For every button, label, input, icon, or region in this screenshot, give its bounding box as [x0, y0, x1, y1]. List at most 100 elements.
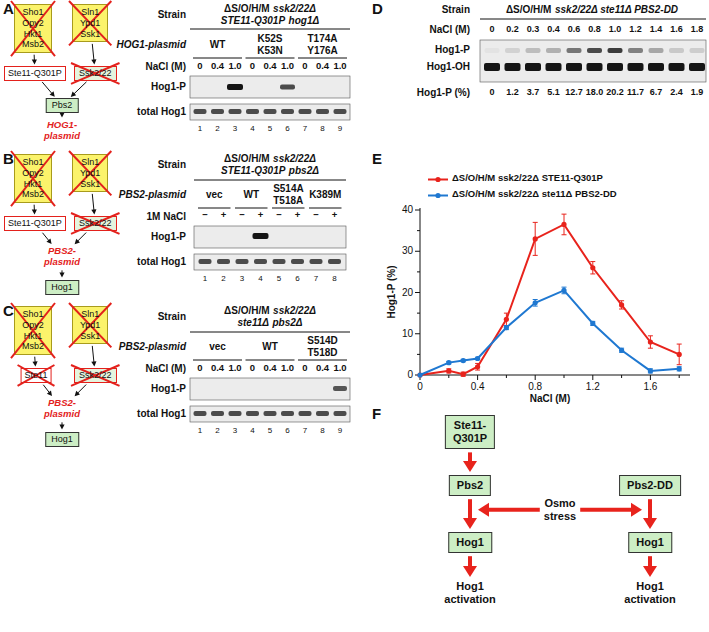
row-label: Hog1-P (%): [386, 265, 398, 318]
pathway-arrow: [75, 385, 87, 397]
blot-band: [690, 48, 705, 53]
node-text: Ssk2/22: [79, 370, 112, 381]
lane-number: 9: [338, 124, 342, 133]
blot-band: [334, 109, 347, 114]
row-label: Strain: [158, 9, 186, 21]
value-label: −: [239, 210, 245, 221]
strain-label: ΔS/O/H/M: [506, 4, 552, 16]
row-label: WT: [262, 341, 278, 353]
strain-label: hog1Δ: [289, 15, 320, 27]
pathway-arrow: [463, 499, 477, 529]
node-text: Hog1: [636, 536, 664, 549]
lane-number: 1: [203, 274, 207, 283]
error-bar: [677, 364, 682, 365]
data-point: [461, 372, 466, 377]
deletion-cross: [71, 63, 120, 84]
blot-band: [280, 85, 295, 90]
value-label: 6.7: [650, 87, 663, 97]
axis-tick: [592, 375, 593, 380]
value-label: 18.0: [586, 87, 604, 97]
row-label: NaCl (M): [145, 61, 186, 73]
strain-line: ΔS/O/H/Mssk2/22Δ: [224, 153, 316, 165]
error-bar: [677, 344, 682, 345]
error-bar: [533, 222, 538, 223]
lane-number: 6: [285, 426, 289, 435]
row-label: K52S K53N: [257, 33, 283, 56]
lane-number: 3: [240, 274, 244, 283]
value-label: 1.6: [670, 24, 683, 34]
kinase-box: Ste11-Q301P: [445, 415, 495, 449]
plasmid-label: PBS2-plasmid: [44, 246, 80, 268]
group-underline: [309, 208, 342, 209]
value-label: 5.1: [547, 87, 560, 97]
kinase-box: Ste11-Q301P: [4, 216, 66, 231]
blot-band: [264, 109, 277, 114]
strain-label: ΔS/O/H/M: [224, 153, 270, 165]
deletion-cross: [71, 365, 120, 386]
data-point: [561, 222, 566, 227]
connector-line: [468, 499, 472, 520]
kinase-box: Pbs2: [46, 98, 79, 113]
row-label: total Hog1: [137, 106, 186, 118]
arrow-head: [47, 390, 52, 396]
blot-band: [316, 109, 329, 114]
node-text: Sln1 Ypd1 Ssk1: [80, 157, 100, 189]
value-label: 3.7: [527, 87, 540, 97]
group-underline: [194, 180, 346, 181]
tick-label: 10: [402, 328, 413, 340]
pathway-arrow: [643, 499, 657, 529]
tick-label: 0.8: [528, 381, 542, 393]
arrow-head: [59, 273, 64, 278]
kinase-box: Ssk2/22: [74, 216, 117, 231]
data-point: [619, 302, 624, 307]
deletion-cross: [11, 1, 55, 56]
value-label: 1.2: [629, 24, 642, 34]
error-bar: [533, 306, 538, 307]
strain-label: ste11Δ: [237, 317, 269, 329]
lane-number: 1: [198, 124, 202, 133]
node-text: Ssk2/22: [79, 218, 112, 229]
blot-panel: [194, 254, 346, 270]
group-underline: [480, 19, 706, 20]
lane-number: 3: [233, 124, 237, 133]
data-point: [461, 358, 466, 363]
value-label: 0: [197, 61, 202, 72]
strain-label: ssk2/22Δ: [273, 3, 316, 15]
value-label: 0: [302, 363, 307, 374]
deletion-cross: [71, 213, 120, 234]
pathway-arrow: [91, 194, 96, 215]
row-label: Strain: [158, 311, 186, 323]
axis-tick: [415, 333, 420, 334]
value-label: 0.4: [316, 363, 329, 374]
strain-line: STE11-Q301Ppbs2Δ: [221, 165, 319, 177]
data-point: [677, 352, 682, 357]
strain-label: ssk2/22Δ ste11Δ PBS2-DD: [555, 4, 678, 16]
node-text: Ste11-Q301P: [8, 68, 62, 79]
row-label: K389M: [309, 189, 341, 201]
kinase-box: Ste11: [21, 368, 52, 383]
pathway-arrow: [43, 385, 52, 396]
node-text: Sho1 Opy2 Hkt1 Msb2: [22, 309, 44, 352]
node-text: Pbs2: [52, 100, 73, 111]
blot-band: [525, 63, 541, 71]
value-label: 2.4: [670, 87, 683, 97]
stress-arrow: [478, 503, 540, 517]
blot-band: [194, 109, 207, 114]
axis-tick: [477, 375, 478, 380]
pathway-arrow: [91, 44, 96, 65]
error-bar: [619, 300, 624, 301]
lane-number: 5: [268, 426, 272, 435]
axis-tick: [415, 292, 420, 293]
tick-label: 0: [407, 369, 413, 381]
arrow-head: [50, 91, 55, 96]
panel-letter: F: [372, 405, 381, 422]
legend-line: [435, 193, 440, 198]
node-text: Ste11-Q301P: [453, 419, 487, 445]
value-label: 1.4: [650, 24, 663, 34]
pathway-label: Osmo stress: [544, 497, 576, 522]
connector-line: [77, 385, 86, 394]
blot-band: [546, 63, 562, 71]
kinase-box: Ssk2/22: [74, 368, 117, 383]
lane-number: 8: [320, 124, 324, 133]
lane-number: 4: [250, 124, 254, 133]
